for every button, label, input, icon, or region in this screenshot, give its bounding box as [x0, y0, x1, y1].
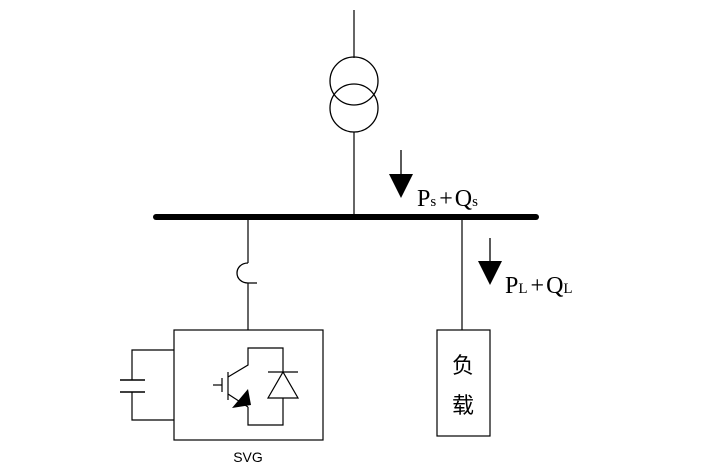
transformer-secondary-winding [329, 83, 379, 133]
load-power-arrow [478, 238, 502, 285]
source-power-label: Ps+Qs [417, 186, 478, 212]
capacitor-circuit [120, 349, 174, 421]
svg-device-box [173, 329, 324, 441]
source-power-arrow [389, 150, 413, 198]
load-power-label: PL+QL [505, 273, 573, 299]
load-label-char-1: 负 [452, 354, 474, 379]
breaker-symbol [236, 262, 257, 284]
diode-triangle [266, 370, 300, 399]
transformer-symbol [329, 56, 379, 133]
svg-device-label: SVG [233, 449, 263, 465]
igbt-diode-symbol [213, 347, 300, 426]
load-box [436, 329, 491, 437]
igbt-emitter-arrow [232, 389, 251, 408]
transformer-primary-winding [329, 56, 379, 106]
load-label-char-2: 载 [452, 394, 474, 419]
